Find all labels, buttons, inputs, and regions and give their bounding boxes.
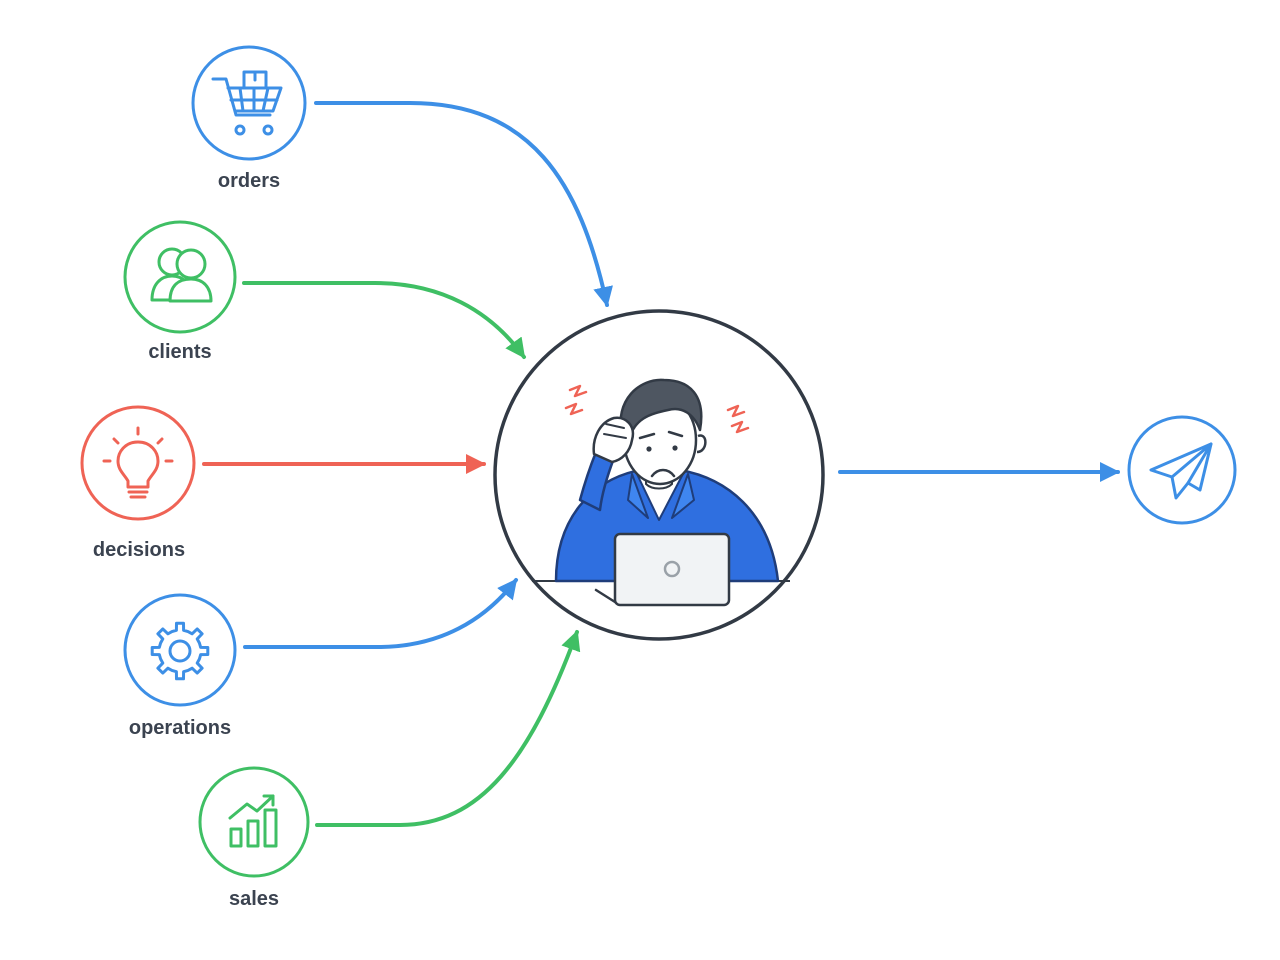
node-clients [123, 220, 237, 334]
arrow-sales-to-center [315, 630, 581, 827]
bar-chart-growth-icon [228, 794, 278, 848]
gear-icon [150, 621, 210, 681]
center-node [493, 309, 825, 641]
node-decisions [80, 405, 196, 521]
node-label-sales: sales [228, 888, 280, 910]
paper-plane-icon [1149, 442, 1213, 500]
node-label-clients: clients [148, 341, 212, 363]
stressed-worker-at-laptop-icon [532, 378, 790, 607]
node-sales [198, 766, 310, 878]
node-label-operations: operations [128, 717, 232, 739]
shopping-cart-icon [211, 70, 283, 136]
node-output [1127, 415, 1237, 525]
arrow-clients-to-center [242, 281, 526, 359]
arrow-operations-to-center [243, 578, 518, 649]
node-operations [123, 593, 237, 707]
node-label-decisions: decisions [92, 539, 186, 561]
node-orders [191, 45, 307, 161]
lightbulb-icon [102, 426, 174, 499]
node-label-orders: orders [217, 170, 281, 192]
users-icon [150, 247, 213, 303]
arrow-orders-to-center [314, 101, 613, 307]
